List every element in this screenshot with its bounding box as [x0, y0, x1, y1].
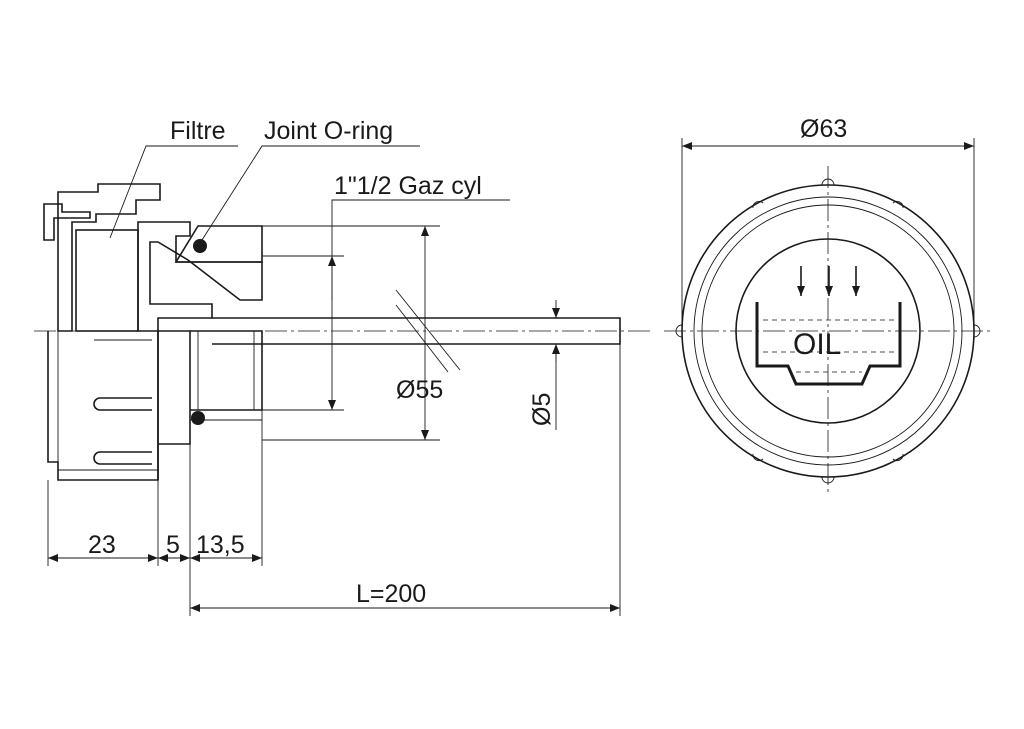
annotations: Filtre Joint O-ring 1"1/2 Gaz cyl: [109, 117, 510, 300]
oring-top: [193, 239, 207, 253]
dim-gap: 5: [166, 531, 180, 559]
front-view: Ø63 OIL: [664, 115, 992, 496]
oil-pictogram: OIL: [755, 266, 902, 386]
oil-label: OIL: [793, 328, 841, 361]
grip-slots: [93, 339, 152, 465]
dim-thread-length: 13,5: [196, 531, 245, 559]
thread-neck: [190, 330, 263, 411]
dim-rod-diameter: Ø5: [528, 393, 556, 426]
cap-section: [57, 183, 161, 332]
oil-pan-icon: [755, 302, 902, 386]
label-oring: Joint O-ring: [264, 117, 393, 145]
cap-body: [47, 331, 159, 481]
dim-body-diameter: Ø55: [396, 376, 443, 404]
side-section-view: [34, 183, 650, 481]
label-thread: 1"1/2 Gaz cyl: [334, 172, 482, 200]
filter-mesh: [75, 229, 139, 332]
dim-rod-length: L=200: [356, 580, 426, 608]
dimensions: Ø55 Ø5 23 5 13,5 L=200: [47, 225, 621, 616]
dim-outer-diameter: Ø63: [800, 115, 847, 143]
oring-bottom: [191, 411, 205, 425]
body-section: [137, 221, 263, 332]
dim-cap-height: 23: [88, 531, 116, 559]
label-filter: Filtre: [170, 117, 226, 145]
inner-circle: [735, 238, 921, 424]
grip-notches: [675, 178, 981, 484]
dipstick-rod: [212, 317, 621, 345]
